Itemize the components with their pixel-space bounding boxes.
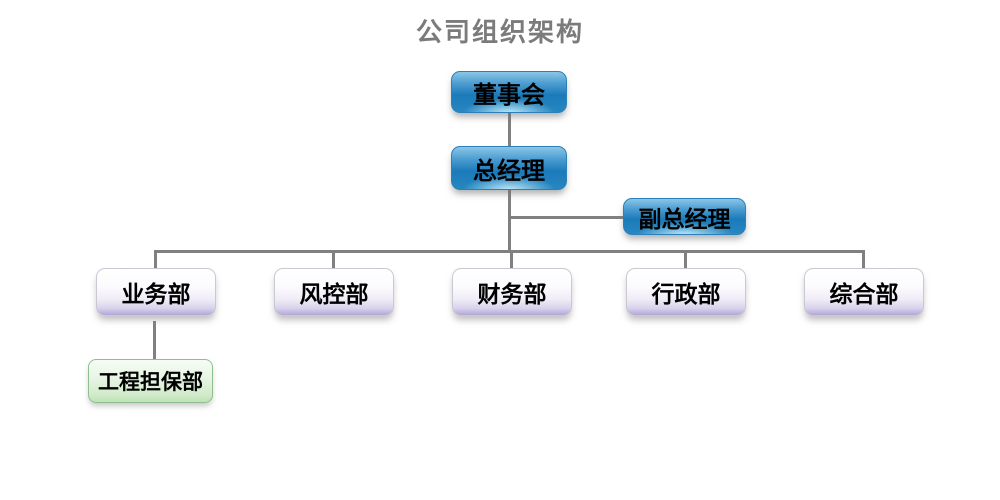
connector-business-sub bbox=[153, 321, 156, 359]
chart-title: 公司组织架构 bbox=[415, 18, 584, 48]
connector-drop-administration bbox=[684, 250, 687, 268]
node-department-business: 业务部 bbox=[96, 268, 216, 316]
connector-distribution-bar bbox=[154, 250, 865, 253]
node-sub-department-engineering-guarantee: 工程担保部 bbox=[88, 359, 213, 403]
connector-gm-distribution bbox=[508, 189, 511, 252]
node-board: 董事会 bbox=[451, 71, 567, 113]
node-department-administration: 行政部 bbox=[626, 268, 746, 316]
connector-drop-risk-control bbox=[332, 250, 335, 268]
connector-drop-finance bbox=[510, 250, 513, 268]
node-general-manager: 总经理 bbox=[451, 146, 567, 190]
node-department-finance: 财务部 bbox=[452, 268, 572, 316]
node-department-risk-control: 风控部 bbox=[274, 268, 394, 316]
node-department-general-affairs: 综合部 bbox=[804, 268, 924, 316]
connector-drop-general-affairs bbox=[862, 250, 865, 268]
connector-gm-deputy bbox=[509, 216, 623, 219]
connector-drop-business bbox=[154, 250, 157, 268]
node-deputy-general-manager: 副总经理 bbox=[623, 198, 746, 235]
connector-board-gm bbox=[508, 112, 511, 147]
